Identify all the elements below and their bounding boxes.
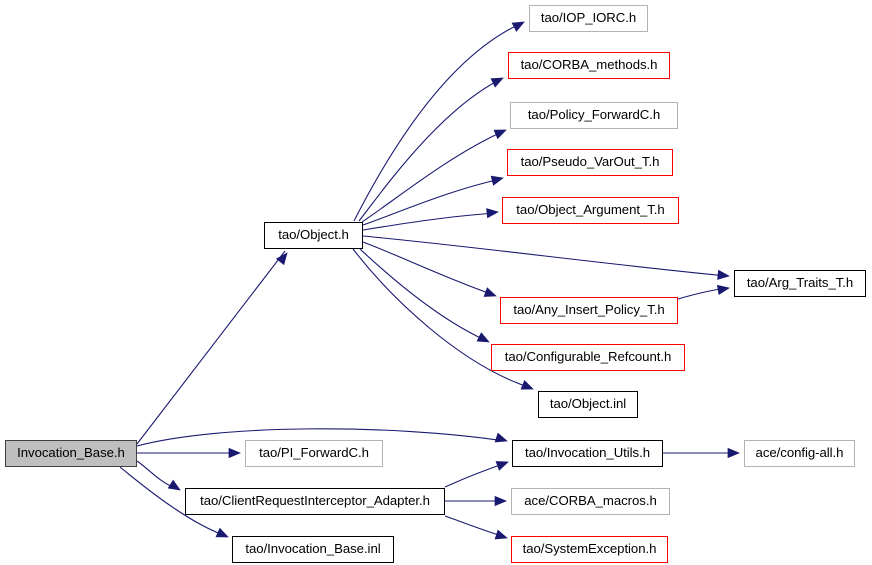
graph-node-label: tao/Pseudo_VarOut_T.h: [520, 154, 660, 170]
graph-node-client_request_interceptor_adapter_h[interactable]: tao/ClientRequestInterceptor_Adapter.h: [185, 488, 445, 515]
graph-edge-object_h-to-pseudo_varout_t_h: [362, 178, 502, 226]
graph-node-object_argument_t_h[interactable]: tao/Object_Argument_T.h: [502, 197, 679, 224]
arrowhead-icon: [490, 77, 504, 88]
arrowhead-icon: [727, 447, 740, 459]
graph-node-system_exception_h[interactable]: tao/SystemException.h: [511, 536, 668, 563]
graph-node-label: tao/SystemException.h: [522, 541, 657, 557]
graph-edge-object_h-to-object_argument_t_h: [362, 212, 497, 231]
graph-node-pi_forwardc_h[interactable]: tao/PI_ForwardC.h: [245, 440, 383, 467]
graph-node-label: tao/CORBA_methods.h: [520, 57, 658, 73]
graph-node-label: tao/Arg_Traits_T.h: [746, 275, 854, 291]
graph-node-invocation_base_h[interactable]: Invocation_Base.h: [5, 440, 137, 467]
graph-node-corba_methods_h[interactable]: tao/CORBA_methods.h: [508, 52, 670, 79]
arrowhead-icon: [493, 129, 507, 140]
arrowhead-icon: [490, 175, 504, 186]
graph-node-label: tao/Object.h: [278, 227, 349, 243]
graph-node-label: tao/Invocation_Base.inl: [245, 541, 381, 557]
graph-node-label: tao/Policy_ForwardC.h: [527, 107, 661, 123]
graph-edge-object_h-to-arg_traits_t_h: [362, 235, 728, 277]
arrowhead-icon: [483, 287, 497, 297]
graph-node-ace_corba_macros_h[interactable]: ace/CORBA_macros.h: [511, 488, 670, 515]
graph-node-invocation_base_inl[interactable]: tao/Invocation_Base.inl: [232, 536, 394, 563]
graph-node-iop_iorc_h[interactable]: tao/IOP_IORC.h: [529, 5, 648, 32]
graph-node-label: ace/config-all.h: [755, 445, 844, 461]
graph-edge-invocation_base_h-to-invocation_base_inl: [119, 466, 227, 537]
arrowhead-icon: [717, 269, 730, 280]
graph-node-arg_traits_t_h[interactable]: tao/Arg_Traits_T.h: [734, 270, 866, 297]
graph-node-config_all_h[interactable]: ace/config-all.h: [744, 440, 855, 467]
graph-node-policy_forwardc_h[interactable]: tao/Policy_ForwardC.h: [510, 102, 678, 129]
graph-node-label: tao/ClientRequestInterceptor_Adapter.h: [200, 493, 430, 509]
arrowhead-icon: [494, 432, 508, 443]
graph-edge-client_request_interceptor_adapter_h-to-system_exception_h: [444, 515, 506, 538]
edge-layer: [119, 22, 737, 538]
graph-node-label: tao/Invocation_Utils.h: [525, 445, 650, 461]
graph-edge-object_h-to-iop_iorc_h: [353, 22, 523, 222]
graph-node-invocation_utils_h[interactable]: tao/Invocation_Utils.h: [512, 440, 663, 467]
graph-node-any_insert_policy_t_h[interactable]: tao/Any_Insert_Policy_T.h: [500, 297, 678, 324]
arrowhead-icon: [495, 461, 509, 471]
graph-node-label: tao/Configurable_Refcount.h: [504, 349, 672, 365]
graph-node-label: ace/CORBA_macros.h: [524, 493, 657, 509]
arrowhead-icon: [228, 447, 241, 459]
graph-node-label: tao/PI_ForwardC.h: [259, 445, 369, 461]
arrowhead-icon: [511, 21, 525, 32]
graph-node-label: tao/Object_Argument_T.h: [516, 202, 665, 218]
graph-node-label: Invocation_Base.h: [17, 445, 125, 461]
graph-edge-client_request_interceptor_adapter_h-to-invocation_utils_h: [444, 462, 507, 488]
arrowhead-icon: [494, 529, 508, 540]
arrowhead-icon: [716, 284, 730, 296]
arrowhead-icon: [275, 252, 288, 266]
arrowhead-icon: [167, 479, 181, 491]
graph-node-object_h[interactable]: tao/Object.h: [264, 222, 363, 249]
graph-edge-object_h-to-any_insert_policy_t_h: [362, 241, 495, 296]
arrowhead-icon: [486, 208, 499, 219]
graph-edge-object_h-to-object_inl: [352, 248, 532, 389]
graph-edge-object_h-to-corba_methods_h: [358, 78, 502, 222]
graph-node-object_inl[interactable]: tao/Object.inl: [538, 391, 638, 418]
arrowhead-icon: [476, 332, 490, 343]
graph-edge-invocation_base_h-to-object_h: [136, 250, 286, 445]
graph-edge-object_h-to-policy_forwardc_h: [361, 130, 505, 223]
graph-node-configurable_refcount_h[interactable]: tao/Configurable_Refcount.h: [491, 344, 685, 371]
arrowhead-layer: [167, 21, 740, 540]
graph-edge-object_h-to-configurable_refcount_h: [359, 248, 488, 342]
arrowhead-icon: [494, 495, 507, 507]
graph-node-label: tao/IOP_IORC.h: [540, 10, 637, 26]
graph-node-label: tao/Any_Insert_Policy_T.h: [513, 302, 665, 318]
arrowhead-icon: [520, 379, 534, 390]
graph-node-pseudo_varout_t_h[interactable]: tao/Pseudo_VarOut_T.h: [507, 149, 673, 176]
arrowhead-icon: [215, 527, 229, 538]
graph-node-label: tao/Object.inl: [549, 396, 627, 412]
graph-edge-invocation_base_h-to-invocation_utils_h: [136, 428, 506, 447]
